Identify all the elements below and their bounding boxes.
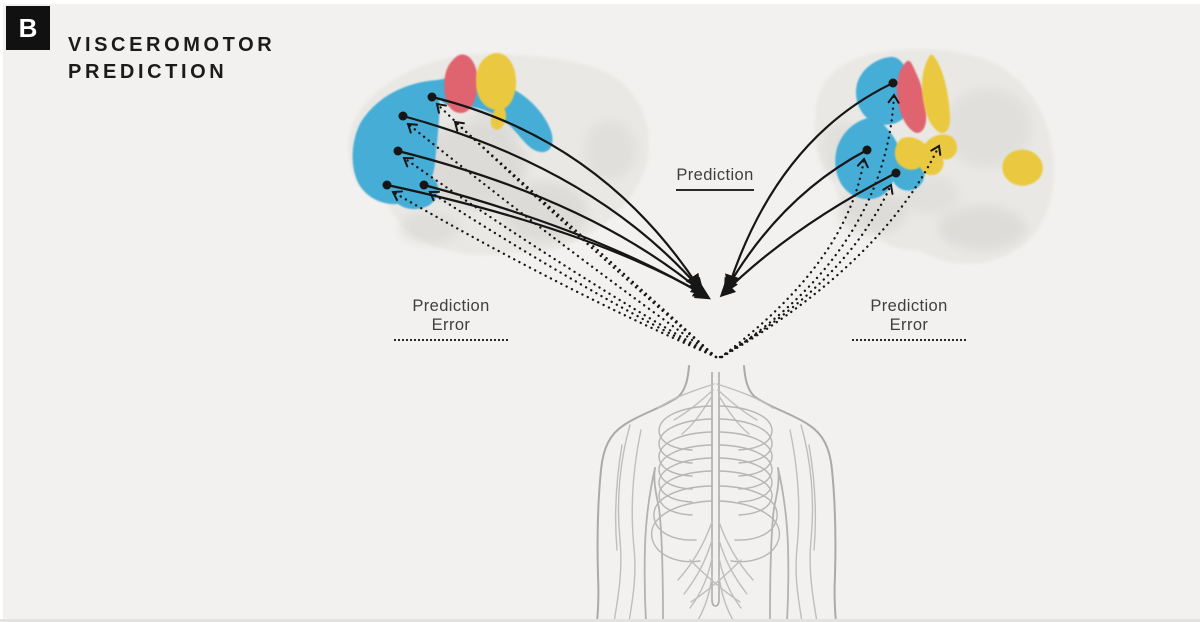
panel-letter: B [18,12,38,43]
prediction-label: Prediction [676,166,754,191]
figure-title-line1: VISCEROMOTOR [68,34,276,56]
prediction-error-arrows-right [718,93,942,359]
body-figure [596,365,837,622]
body-outline-right [743,365,837,622]
figure-title-line2: PREDICTION [68,61,228,83]
prediction-error-right-text: Prediction Error [870,297,948,334]
prediction-arrows-right [719,82,897,298]
left-brain-illustration [348,52,649,256]
prediction-label-text: Prediction [676,166,754,184]
prediction-error-arrows-left [391,102,718,359]
bottom-border [0,619,1200,622]
prediction-error-dotted-underline-left [394,339,508,341]
torso-side-right [769,467,780,622]
arm-nerves [613,424,818,622]
right-brain-somatosensory-region [894,54,1043,186]
torso-side-left [653,467,664,622]
top-border [0,0,1200,4]
right-brain-motor-region [896,60,927,133]
prediction-error-dotted-underline-right [852,339,966,341]
body-outline-left [596,365,690,622]
prediction-solid-underline [676,189,754,191]
left-border [0,0,3,622]
left-brain-motor-region [444,54,478,113]
abdominal-nerves [677,521,754,621]
prediction-error-label-right: Prediction Error [852,297,966,341]
figure-title: VISCEROMOTOR PREDICTION [68,32,275,86]
right-brain-insula-region [835,56,925,200]
rib-nerves [650,405,781,563]
inner-arm-right [777,467,790,622]
panel-letter-badge: B [6,6,50,50]
spinal-cord [711,372,720,607]
prediction-error-label-left: Prediction Error [394,297,508,341]
brachial-nerves [657,383,774,435]
inner-arm-left [643,467,656,622]
brain-source-dots [382,78,901,190]
prediction-error-left-text: Prediction Error [412,297,490,334]
